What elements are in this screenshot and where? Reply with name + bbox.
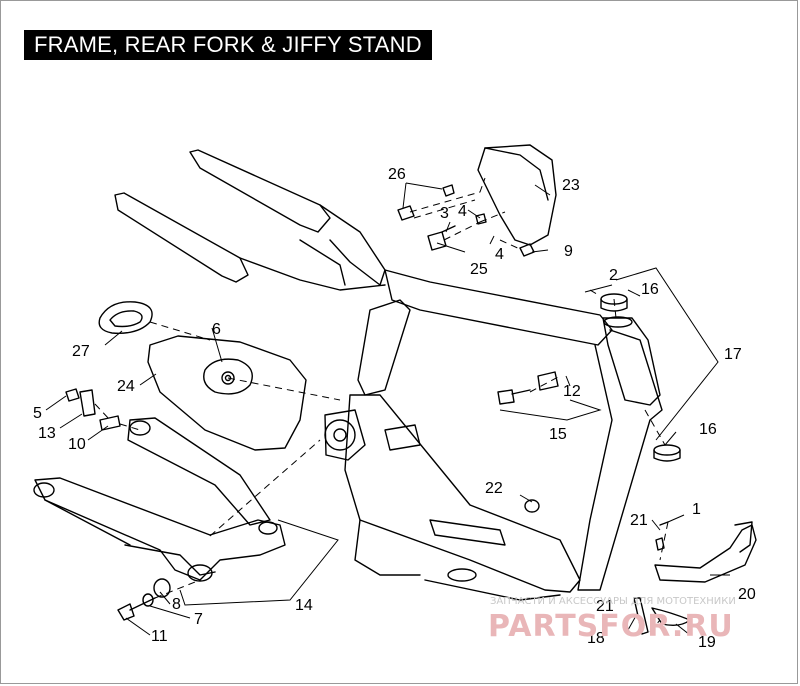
callout-4a: 4 bbox=[458, 203, 467, 220]
callout-22: 22 bbox=[485, 480, 503, 497]
watermark-line1: ЗАПЧАСТИ И АКСЕССУАРЫ ДЛЯ МОТОТЕХНИКИ bbox=[490, 596, 736, 607]
callout-21b: 21 bbox=[596, 598, 614, 615]
callout-11: 11 bbox=[151, 628, 168, 645]
part-14-swingarm bbox=[33, 417, 286, 582]
callout-6: 6 bbox=[212, 321, 221, 338]
callout-20: 20 bbox=[738, 586, 756, 603]
callout-1: 1 bbox=[692, 501, 701, 518]
callout-2: 2 bbox=[609, 267, 618, 284]
leader-lines bbox=[45, 182, 730, 636]
diagram-title: FRAME, REAR FORK & JIFFY STAND bbox=[24, 30, 432, 60]
callout-17: 17 bbox=[724, 346, 742, 363]
frame-backbone bbox=[114, 149, 663, 601]
part-24-side-cover bbox=[147, 335, 307, 451]
part-20-jiffy-stand bbox=[654, 521, 757, 583]
callout-12: 12 bbox=[563, 383, 581, 400]
callout-27: 27 bbox=[72, 343, 90, 360]
assembly-lines bbox=[94, 177, 669, 633]
callout-16a: 16 bbox=[641, 281, 659, 298]
callout-25: 25 bbox=[470, 261, 488, 278]
callout-9: 9 bbox=[564, 243, 573, 260]
callout-15: 15 bbox=[549, 426, 567, 443]
callout-24: 24 bbox=[117, 378, 135, 395]
callout-19: 19 bbox=[698, 634, 716, 651]
callout-23: 23 bbox=[562, 177, 580, 194]
callout-18: 18 bbox=[587, 630, 605, 647]
callout-7: 7 bbox=[194, 611, 203, 628]
watermark: ЗАПЧАСТИ И АКСЕССУАРЫ ДЛЯ МОТОТЕХНИКИ PA… bbox=[488, 596, 736, 644]
callout-4b: 4 bbox=[495, 246, 504, 263]
callout-21a: 21 bbox=[630, 512, 648, 529]
callout-numbers: 26 3 4 23 4 9 25 2 16 17 12 15 16 22 1 2… bbox=[33, 166, 756, 651]
watermark-line2: PARTSFOR.RU bbox=[488, 609, 734, 644]
callout-16b: 16 bbox=[699, 421, 717, 438]
callout-8: 8 bbox=[172, 596, 181, 613]
callout-3: 3 bbox=[440, 205, 449, 222]
part-27-cap bbox=[98, 301, 153, 334]
part-23-battery-cover bbox=[477, 144, 557, 246]
callout-26: 26 bbox=[388, 166, 406, 183]
callout-13: 13 bbox=[38, 425, 56, 442]
callout-14: 14 bbox=[295, 597, 313, 614]
small-hardware bbox=[65, 184, 691, 635]
callout-10: 10 bbox=[68, 436, 86, 453]
callout-5: 5 bbox=[33, 405, 42, 422]
